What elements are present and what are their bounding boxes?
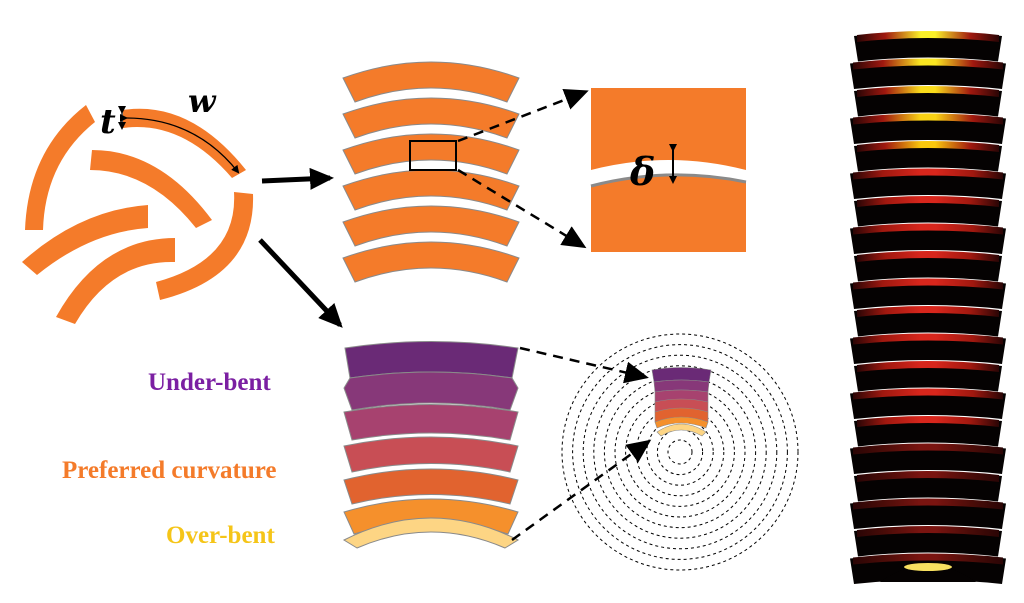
width-symbol: w bbox=[188, 82, 217, 120]
strip-intensity-band bbox=[857, 196, 999, 207]
strip-segment bbox=[854, 527, 1002, 557]
strip-segment bbox=[854, 417, 1002, 447]
graded-segment bbox=[343, 404, 519, 441]
uniform-stack bbox=[342, 61, 520, 283]
strip-intensity-band bbox=[857, 416, 999, 427]
graded-segment bbox=[343, 468, 519, 505]
strip-intensity-band bbox=[853, 113, 1003, 125]
gap-symbol: δ bbox=[629, 149, 655, 194]
strip-segment bbox=[854, 142, 1002, 172]
strip-segment bbox=[850, 444, 1006, 474]
bright-spot bbox=[904, 563, 952, 571]
strip-segment bbox=[850, 224, 1006, 254]
strip-segment bbox=[850, 279, 1006, 309]
under-bent-label: Under-bent bbox=[148, 369, 271, 396]
dashed-arrow-top bbox=[457, 88, 589, 143]
strip-intensity-band bbox=[853, 553, 1003, 565]
ribbon bbox=[22, 205, 148, 275]
dashed-arrow-under bbox=[519, 346, 649, 384]
dashed-circle bbox=[561, 333, 799, 571]
strip-intensity-band bbox=[857, 526, 999, 537]
dashed-circle bbox=[593, 365, 767, 539]
dashed-circle bbox=[656, 428, 704, 476]
dashed-circle bbox=[667, 439, 693, 465]
strip-intensity-band bbox=[853, 168, 1003, 180]
strip-intensity-band bbox=[853, 223, 1003, 235]
strip-intensity-band bbox=[857, 141, 999, 152]
strip-intensity-band bbox=[853, 333, 1003, 345]
strip-segment bbox=[854, 252, 1002, 282]
over-bent-label: Over-bent bbox=[166, 522, 275, 549]
strip-intensity-band bbox=[857, 471, 999, 482]
zoom-selection-box bbox=[409, 140, 457, 171]
strip-end-segment bbox=[880, 565, 976, 582]
strip-intensity-band bbox=[853, 388, 1003, 400]
strip-segment bbox=[854, 362, 1002, 392]
preferred-curvature-label: Preferred curvature bbox=[62, 457, 277, 484]
thickness-symbol: t bbox=[100, 102, 116, 142]
strip-intensity-band bbox=[857, 86, 999, 97]
strip-intensity-band bbox=[853, 58, 1003, 70]
strip-segment bbox=[850, 169, 1006, 199]
graded-segment bbox=[343, 371, 519, 411]
strip-segment bbox=[850, 59, 1006, 89]
graded-segment bbox=[342, 517, 520, 549]
strip-segment bbox=[854, 307, 1002, 337]
mini-graded-stack bbox=[651, 367, 712, 437]
ribbon bbox=[56, 238, 175, 324]
dashed-circle bbox=[625, 397, 735, 507]
strip-intensity-band bbox=[853, 443, 1003, 455]
strip-segment bbox=[850, 114, 1006, 144]
gap-inset bbox=[590, 88, 747, 252]
dashed-circle bbox=[572, 344, 788, 560]
graded-stack bbox=[342, 341, 520, 549]
strip-intensity-band bbox=[857, 31, 999, 42]
strip-intensity-band bbox=[853, 278, 1003, 290]
arrow-to-stack bbox=[261, 167, 334, 190]
strip-segment bbox=[854, 32, 1002, 62]
strip-intensity-band bbox=[853, 498, 1003, 510]
strip-segment bbox=[854, 87, 1002, 117]
graded-segment bbox=[343, 436, 519, 473]
ribbon bbox=[156, 192, 254, 300]
strip-segment bbox=[854, 197, 1002, 227]
strip-intensity-band bbox=[857, 251, 999, 262]
ribbon bbox=[25, 105, 95, 230]
dashed-arrow-over bbox=[511, 439, 652, 542]
arrow-to-graded-stack bbox=[258, 238, 343, 328]
dashed-circle bbox=[614, 386, 746, 518]
dashed-arrow-bottom bbox=[457, 168, 587, 249]
experimental-image-strip bbox=[850, 31, 1006, 584]
strip-segment bbox=[850, 334, 1006, 364]
width-dimension-arrow bbox=[119, 113, 240, 174]
strip-segment bbox=[850, 499, 1006, 529]
scattered-ribbons bbox=[22, 105, 254, 324]
dashed-circle bbox=[582, 354, 778, 550]
strip-intensity-band bbox=[857, 306, 999, 317]
strip-intensity-band bbox=[857, 361, 999, 372]
strip-segment bbox=[854, 472, 1002, 502]
strip-segment bbox=[850, 389, 1006, 419]
